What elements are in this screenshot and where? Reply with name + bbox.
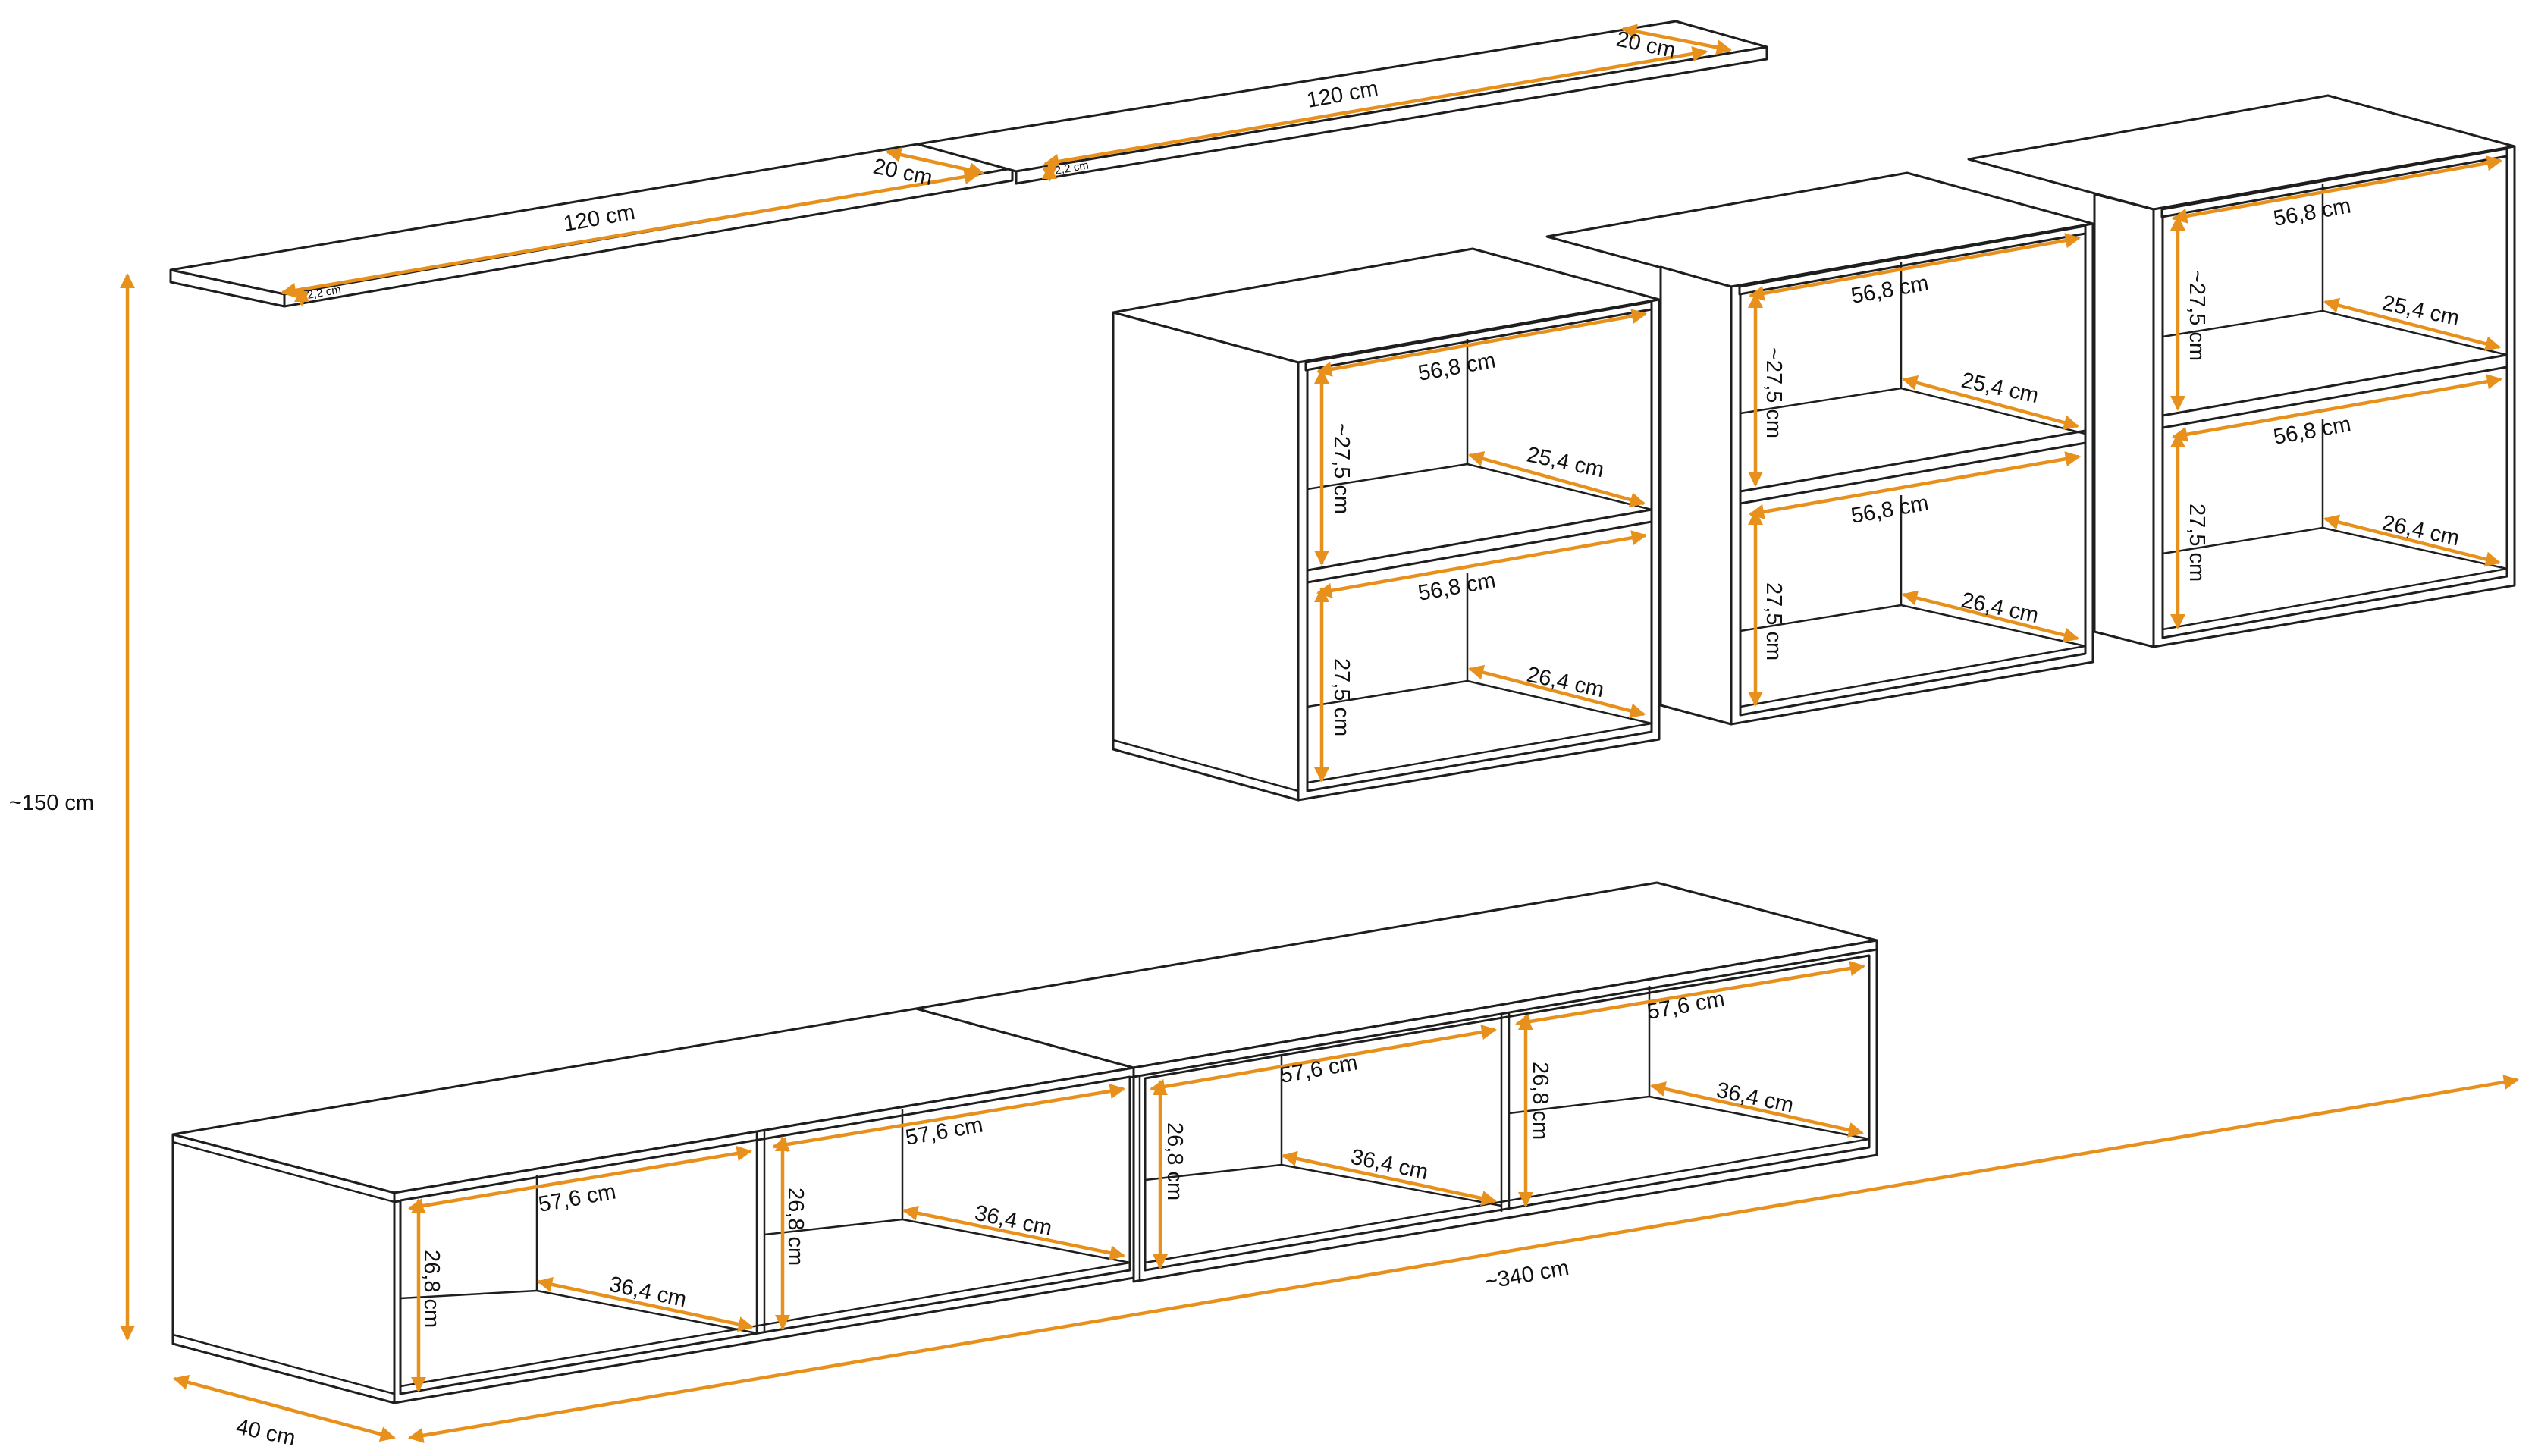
cab2-upper-depth-line: [1902, 375, 2079, 431]
cab3-upper-width-line: [2172, 155, 2502, 224]
cab1-lower-width-line: [1316, 530, 1647, 598]
cab1-lower-depth-line: [1468, 664, 1646, 719]
cab2-upper-width-line: [1749, 233, 2081, 301]
overall-height-label: ~150 cm: [9, 791, 94, 815]
cab1-upper-depth-line: [1468, 451, 1646, 507]
cab3-lower-width-line: [2172, 374, 2502, 442]
shelf-left-depth-line: [886, 147, 984, 177]
cab2-lower-depth-line: [1902, 590, 2079, 643]
wall-cabinet-1: [1112, 247, 1661, 802]
depth-label: 40 cm: [234, 1415, 298, 1451]
cab2-lower-height-label: 27,5 cm: [1762, 582, 1786, 661]
lowR-right-height-label: 26,8 cm: [1528, 1062, 1552, 1140]
cab2-upper-height-label: ~27,5 cm: [1762, 347, 1786, 438]
cab3-upper-depth-line: [2323, 297, 2501, 352]
shelf-left-length-line: [281, 169, 980, 298]
cab3-upper-height-label: ~27,5 cm: [2185, 270, 2209, 361]
shelf-right-length-line: [1043, 46, 1708, 169]
cab1-upper-width-line: [1316, 309, 1647, 377]
cab2-lower-width-line: [1749, 451, 2081, 519]
lowL-left-height-label: 26,8 cm: [419, 1250, 444, 1328]
lowR-right-width-line: [1515, 960, 1865, 1030]
cab1-upper-height-label: ~27,5 cm: [1329, 423, 1354, 514]
overall-width-line: [408, 1075, 2519, 1443]
lowR-left-height-label: 26,8 cm: [1162, 1122, 1187, 1200]
overall-width-label: ~340 cm: [1483, 1256, 1571, 1294]
cab3-lower-height-label: 27,5 cm: [2185, 504, 2209, 582]
cab1-lower-height-label: 27,5 cm: [1329, 658, 1354, 736]
cab3-lower-depth-line: [2323, 514, 2501, 567]
shelf-right-depth-line: [1621, 24, 1732, 55]
depth-line: [173, 1374, 396, 1442]
lowL-right-height-label: 26,8 cm: [783, 1188, 808, 1266]
